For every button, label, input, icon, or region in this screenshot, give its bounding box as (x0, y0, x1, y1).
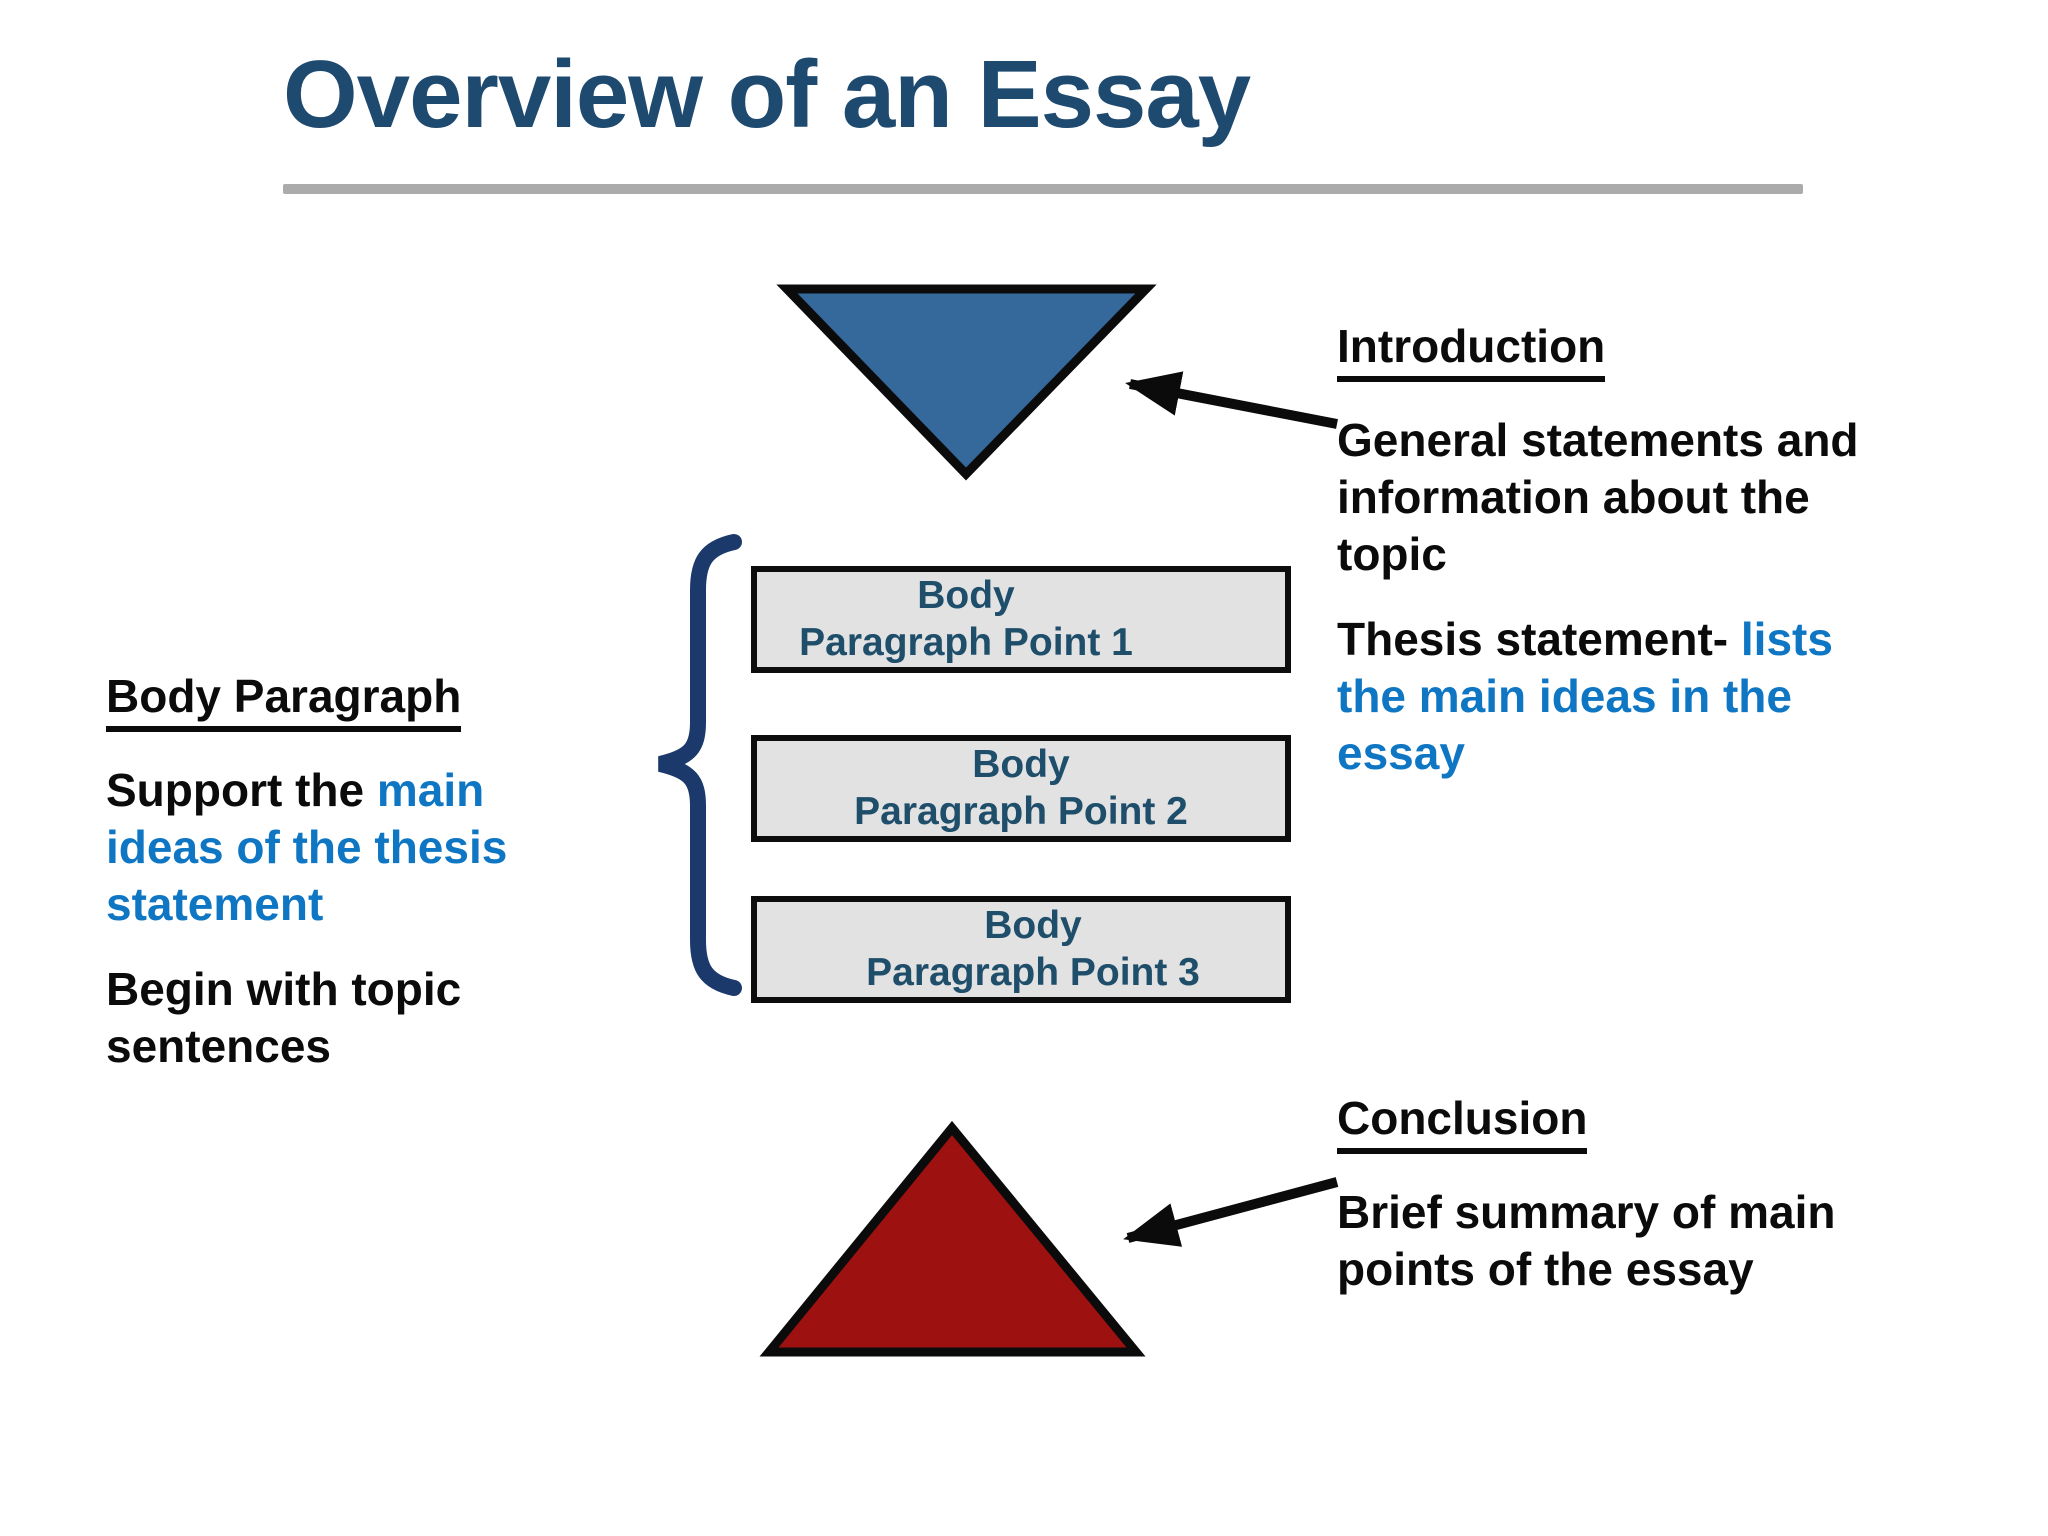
thesis-text-blue: lists the main ideas in the essay (1337, 613, 1833, 779)
title-underline-rule (283, 184, 1803, 194)
conclusion-heading: Conclusion (1337, 1090, 1588, 1154)
body-paragraph-box-3-label: Body Paragraph Point 3 (866, 903, 1200, 994)
intro-arrow-icon (1125, 371, 1338, 429)
introduction-heading: Introduction (1337, 318, 1606, 382)
body-paragraph-box-2-label: Body Paragraph Point 2 (854, 742, 1188, 833)
body-paragraph-box-2: Body Paragraph Point 2 (751, 735, 1291, 842)
body-paragraph-box-1: Body Paragraph Point 1 (751, 566, 1291, 673)
body-paragraph-support-text: Support the main ideas of the thesis sta… (106, 762, 606, 933)
body-paragraph-box-1-label: Body Paragraph Point 1 (799, 573, 1133, 664)
support-text-blue: main ideas of the thesis statement (106, 764, 508, 930)
body-paragraph-heading: Body Paragraph (106, 668, 462, 732)
body-paragraph-box-3: Body Paragraph Point 3 (751, 896, 1291, 1003)
conclusion-notes: Conclusion Brief summary of main points … (1337, 1090, 1861, 1326)
introduction-inverted-triangle-icon (776, 284, 1157, 481)
left-curly-brace-icon (658, 534, 742, 996)
thesis-text-black: Thesis statement- (1337, 613, 1729, 665)
conclusion-body-text: Brief summary of main points of the essa… (1337, 1186, 1836, 1295)
introduction-body-text: General statements and information about… (1337, 414, 1859, 580)
body-paragraph-topic-text: Begin with topic sentences (106, 963, 462, 1072)
page-title: Overview of an Essay (283, 41, 1251, 148)
introduction-notes: Introduction General statements and info… (1337, 318, 1861, 810)
thesis-statement-text: Thesis statement- lists the main ideas i… (1337, 611, 1861, 782)
conclusion-upward-triangle-icon (759, 1120, 1146, 1357)
body-paragraph-notes: Body Paragraph Support the main ideas of… (106, 668, 606, 1103)
support-text-black: Support the (106, 764, 377, 816)
conclusion-arrow-icon (1123, 1177, 1339, 1247)
